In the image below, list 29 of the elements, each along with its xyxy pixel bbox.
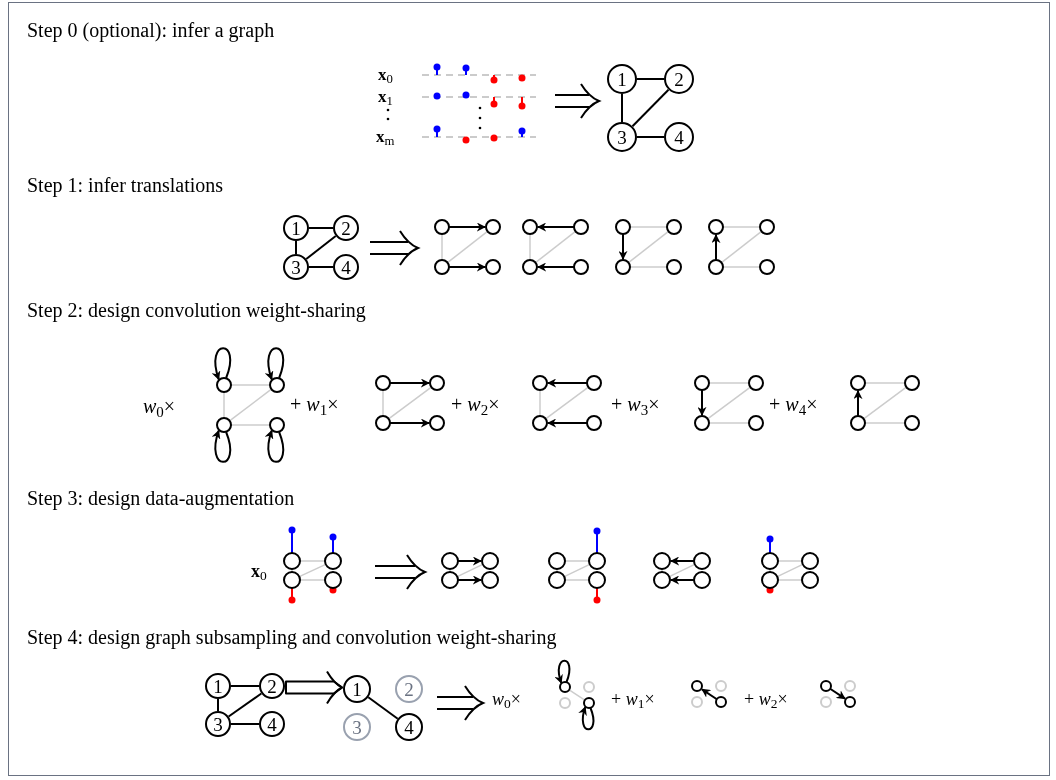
text-label: + w$_{1}$× [290, 392, 339, 417]
edge-line [631, 88, 670, 128]
edge-line [621, 93, 623, 123]
text-label: x$_{0}$ [378, 64, 393, 86]
text-label: Step 3: design data-augmentation [27, 486, 295, 511]
text-label: + w$_{2}$× [744, 688, 788, 711]
implies-arrow [285, 670, 343, 705]
edge-line [305, 235, 337, 260]
text-label: w$_{0}$× [143, 394, 176, 419]
edge-line [308, 266, 334, 268]
edge-line [217, 698, 219, 712]
text-label: Step 0 (optional): infer a graph [27, 18, 275, 43]
text-label: Step 2: design convolution weight-sharing [27, 298, 366, 323]
text-label: + w$_{4}$× [769, 392, 818, 417]
edge-line [230, 685, 260, 687]
text-label: x$_{m}$ [376, 126, 395, 148]
edge-line [308, 227, 334, 229]
edge-line [295, 240, 297, 255]
text-label: + w$_{1}$× [611, 688, 655, 711]
text-label: x$_{0}$ [251, 560, 267, 583]
text-label: x$_{1}$ [378, 86, 393, 108]
text-label: Step 1: infer translations [27, 173, 224, 198]
edge-line [230, 723, 260, 725]
text-label: w$_{0}$× [492, 688, 521, 711]
text-label: Step 4: design graph subsampling and convolution weight-sharing [27, 625, 557, 650]
text-label: + w$_{3}$× [611, 392, 660, 417]
edge-line [636, 136, 665, 138]
text-label: + w$_{2}$× [451, 392, 500, 417]
edge-line [636, 78, 665, 80]
